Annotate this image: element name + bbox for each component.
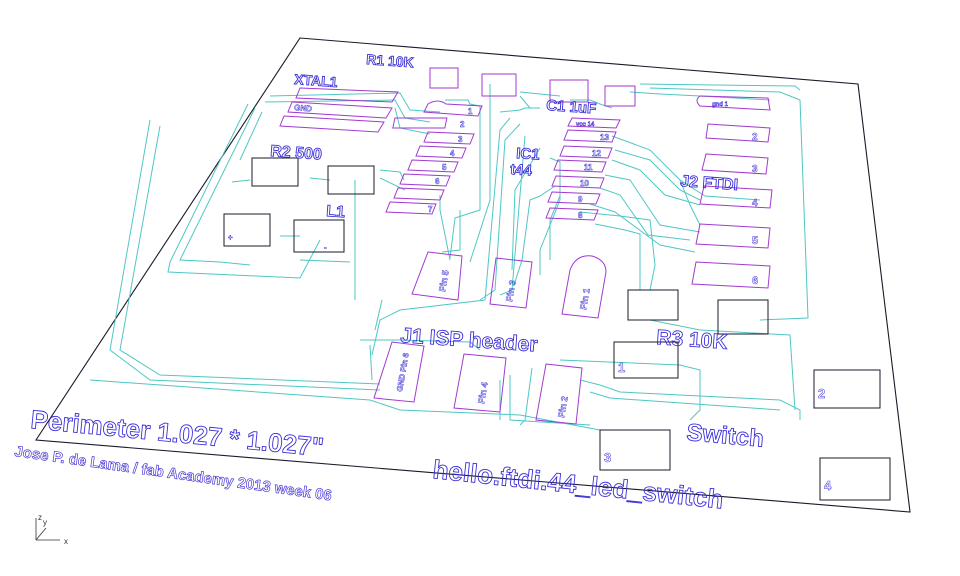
isp-pin-4: Pin 4 <box>476 381 490 404</box>
l1-plus: + <box>228 233 233 242</box>
ic-right-pin-9: 9 <box>578 195 583 204</box>
board-outline <box>35 37 911 513</box>
resistor-r3-pads <box>627 289 769 335</box>
ftdi-pin-2: 2 <box>752 132 758 143</box>
capacitor-c1-pads <box>549 79 636 107</box>
ftdi-pin-3: 3 <box>752 164 758 175</box>
traces <box>89 83 809 431</box>
axis-x-label: x <box>64 537 68 546</box>
label-ic1: IC1 <box>516 145 540 164</box>
ic-right-pin-8: 8 <box>578 211 583 220</box>
switch-pin-4: 4 <box>824 478 832 493</box>
isp-pin-2: Pin 2 <box>556 395 570 418</box>
ic-left-pin-6: 6 <box>435 177 440 186</box>
ic-left-pin-3: 3 <box>458 135 463 144</box>
ic1-left-pins: 1 2 3 4 5 6 7 <box>385 100 483 215</box>
ic-left-pin-1: 1 <box>468 107 473 116</box>
ftdi-j2-pads: gnd 1 2 3 4 5 6 <box>691 95 773 289</box>
inductor-l1-pads: + - <box>223 213 345 253</box>
xtal-gnd-label: GND <box>294 103 313 114</box>
label-xtal1: XTAL1 <box>294 71 339 90</box>
ic-right-pin-12: 12 <box>592 149 601 158</box>
ic1-right-pins: vcc 14 13 12 11 10 9 8 <box>545 117 621 221</box>
label-j2: J2 FTDI <box>680 173 739 194</box>
label-j1: J1 ISP header <box>400 324 539 357</box>
label-r2: R2 500 <box>270 143 323 164</box>
switch-pads: 1 2 3 4 <box>599 341 891 501</box>
ic-left-pin-2: 2 <box>460 120 465 129</box>
isp-pin-1: Pin 1 <box>578 287 592 310</box>
ic-right-pin-11: 11 <box>584 163 593 172</box>
crystal-xtal1: GND <box>279 87 399 133</box>
resistor-r2-pads <box>251 157 375 195</box>
ftdi-pin-1: gnd 1 <box>712 102 729 108</box>
ic-right-pin-10: 10 <box>580 179 589 188</box>
label-c1: C1 1uF <box>546 97 597 117</box>
label-l1: L1 <box>326 203 346 221</box>
ftdi-pin-4: 4 <box>752 198 758 209</box>
ic-right-pin-14: vcc 14 <box>576 122 595 128</box>
label-t44: t44 <box>510 161 533 180</box>
switch-pin-3: 3 <box>604 450 611 465</box>
l1-minus: - <box>324 243 327 252</box>
ic-left-pin-5: 5 <box>442 163 447 172</box>
label-switch: Switch <box>685 419 764 453</box>
isp-pin-5: Pin 5 <box>437 269 451 292</box>
label-r3: R3 10K <box>656 326 729 354</box>
isp-pin-6: GND Pin 6 <box>395 352 411 393</box>
switch-pin-1: 1 <box>618 360 625 375</box>
label-r1: R1 10K <box>366 51 414 70</box>
ic-left-pin-7: 7 <box>428 205 433 214</box>
switch-pin-2: 2 <box>818 386 825 401</box>
axis-y-label: y <box>43 518 47 527</box>
ic-left-pin-4: 4 <box>450 149 455 158</box>
isp-pin-3: Pin 3 <box>504 279 518 302</box>
axis-indicator: z y x <box>35 513 68 546</box>
ftdi-pin-6: 6 <box>752 275 758 287</box>
ic-right-pin-13: 13 <box>600 133 609 142</box>
ftdi-pin-5: 5 <box>752 235 758 247</box>
resistor-r1-pads <box>429 67 517 97</box>
project-name: hello.ftdi.44_led_switch <box>431 454 724 514</box>
axis-z-label: z <box>38 513 42 522</box>
